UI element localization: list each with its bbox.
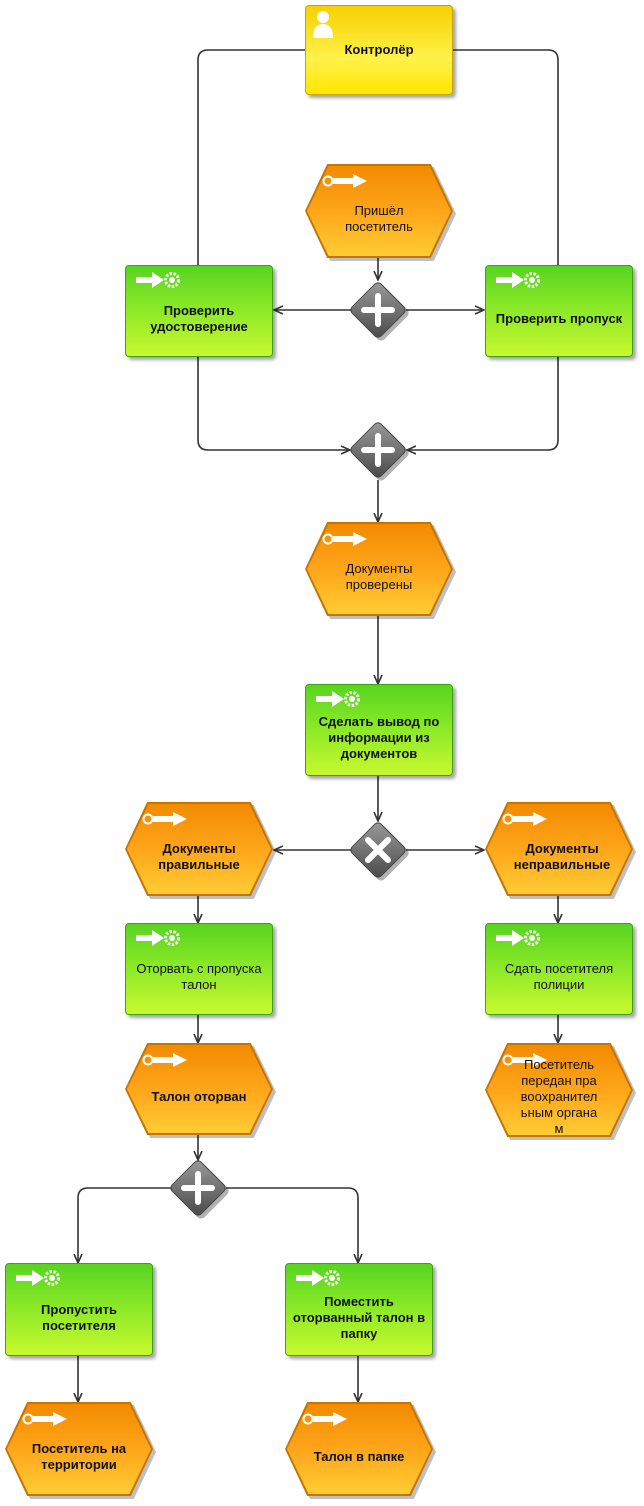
- event-documents-checked[interactable]: Документы проверены: [305, 522, 456, 619]
- function-gear-icon: [296, 1270, 340, 1286]
- cross-icon: [365, 837, 391, 863]
- event-visitor-handed-over[interactable]: Посетитель передан правоохранительным ор…: [485, 1043, 636, 1140]
- connector-check-id-join: [197, 356, 350, 450]
- event-trigger-icon: [502, 812, 547, 826]
- and-gateway-join[interactable]: [348, 420, 411, 483]
- function-check-id[interactable]: Проверить удостоверение: [125, 265, 273, 357]
- event-trigger-icon: [142, 812, 187, 826]
- xor-gateway[interactable]: [348, 820, 411, 883]
- plus-icon: [361, 433, 395, 467]
- connector-check-pass-join: [407, 356, 559, 450]
- connector-split2-let-in: [78, 1187, 172, 1263]
- function-label: Проверить пропуск: [495, 311, 623, 326]
- event-label: Посетитель передан правоохранительным ор…: [520, 1057, 598, 1136]
- function-tear-coupon[interactable]: Оторвать с пропуска талон: [125, 923, 273, 1015]
- function-gear-icon: [16, 1270, 60, 1286]
- event-trigger-icon: [502, 1053, 547, 1067]
- event-label: Посетитель на территории: [31, 1441, 127, 1472]
- actor-label: Контролёр: [344, 42, 414, 57]
- function-gear-icon: [496, 930, 540, 946]
- and-gateway-split-2[interactable]: [168, 1158, 231, 1221]
- actor-controller[interactable]: Контролёр: [305, 5, 453, 95]
- function-gear-icon: [316, 691, 360, 707]
- connector-actor-check-pass: [453, 49, 559, 266]
- function-hand-to-police[interactable]: Сдать посетителя полиции: [485, 923, 633, 1015]
- event-label: Документы проверены: [345, 561, 413, 592]
- event-trigger-icon: [322, 532, 367, 546]
- event-visitor-arrived[interactable]: Пришёл посетитель: [305, 164, 456, 261]
- event-coupon-torn[interactable]: Талон оторван: [125, 1043, 276, 1138]
- person-icon: [313, 11, 333, 38]
- event-documents-valid[interactable]: Документы правильные: [125, 802, 276, 899]
- event-trigger-icon: [302, 1412, 347, 1426]
- event-label: Пришёл посетитель: [345, 203, 413, 234]
- function-gear-icon: [496, 272, 540, 288]
- function-gear-icon: [136, 272, 180, 288]
- event-visitor-on-territory[interactable]: Посетитель на территории: [5, 1402, 156, 1499]
- function-label: Сдать посетителя полиции: [504, 961, 614, 992]
- function-label: Проверить удостоверение: [150, 303, 248, 334]
- function-label: Оторвать с пропуска талон: [136, 961, 262, 992]
- plus-icon: [181, 1171, 215, 1205]
- connector-split2-file: [226, 1187, 358, 1263]
- function-label: Пропустить посетителя: [41, 1301, 117, 1333]
- plus-icon: [361, 293, 395, 327]
- function-conclude[interactable]: Сделать вывод по информации из документо…: [305, 684, 453, 776]
- event-trigger-icon: [22, 1412, 67, 1426]
- event-label: Талон оторван: [151, 1089, 247, 1104]
- event-label: Документы неправильные: [513, 841, 611, 872]
- function-label: Сделать вывод по информации из документо…: [318, 714, 440, 761]
- event-documents-invalid[interactable]: Документы неправильные: [485, 802, 636, 899]
- connector-actor-check-id: [197, 49, 305, 266]
- event-trigger-icon: [142, 1053, 187, 1067]
- function-file-coupon[interactable]: Поместить оторванный талон в папку: [285, 1263, 433, 1356]
- function-let-visitor-in[interactable]: Пропустить посетителя: [5, 1263, 153, 1356]
- function-check-pass[interactable]: Проверить пропуск: [485, 265, 633, 357]
- and-gateway-split[interactable]: [348, 280, 411, 343]
- event-coupon-in-folder[interactable]: Талон в папке: [285, 1402, 436, 1499]
- event-trigger-icon: [322, 174, 367, 188]
- function-label: Поместить оторванный талон в папку: [292, 1293, 426, 1341]
- function-gear-icon: [136, 930, 180, 946]
- event-label: Талон в папке: [313, 1449, 405, 1464]
- event-label: Документы правильные: [158, 841, 240, 872]
